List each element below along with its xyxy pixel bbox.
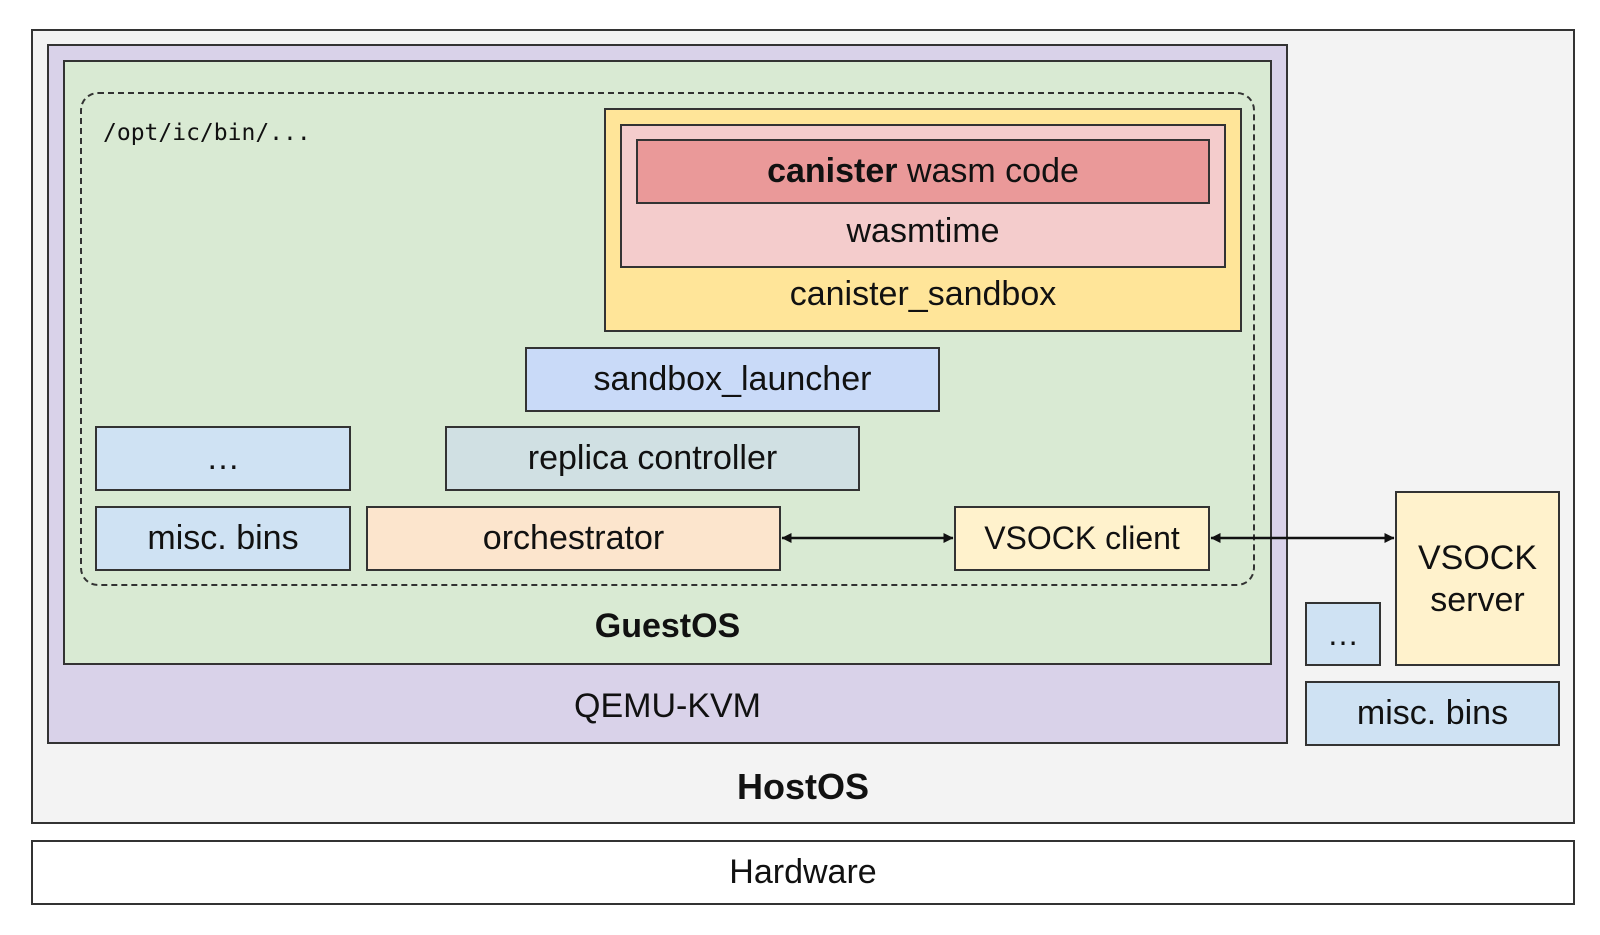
vsock-server-label-line1: VSOCK <box>1417 538 1538 577</box>
vsock-client-box: VSOCK client <box>954 506 1210 571</box>
wasmtime-label: wasmtime <box>846 212 1000 250</box>
orchestrator-box: orchestrator <box>366 506 781 571</box>
hostos-label: HostOS <box>736 766 869 807</box>
guest-ellipsis-box: … <box>95 426 351 491</box>
sandbox-launcher-box: sandbox_launcher <box>525 347 940 412</box>
replica-controller-box: replica controller <box>445 426 860 491</box>
vsock-server-label-line2: server <box>1430 580 1525 619</box>
wasm-code-label: wasm code <box>897 152 1079 190</box>
hardware-box: Hardware <box>31 840 1575 905</box>
vsock-server-box: VSOCK server <box>1395 491 1560 666</box>
canister-bold-label: canister <box>767 152 898 190</box>
host-misc-bins-box: misc. bins <box>1305 681 1560 746</box>
host-ellipsis-box: … <box>1305 602 1381 666</box>
qemu-kvm-label: QEMU-KVM <box>574 687 761 725</box>
canister-sandbox-label: canister_sandbox <box>789 275 1057 313</box>
guestos-label: GuestOS <box>594 607 741 645</box>
opt-ic-bin-path-label: /opt/ic/bin/... <box>103 120 311 146</box>
guest-misc-bins-box: misc. bins <box>95 506 351 571</box>
opt-ic-bin-region <box>80 92 1255 586</box>
canister-wasm-code-box: canister wasm code <box>636 139 1210 204</box>
